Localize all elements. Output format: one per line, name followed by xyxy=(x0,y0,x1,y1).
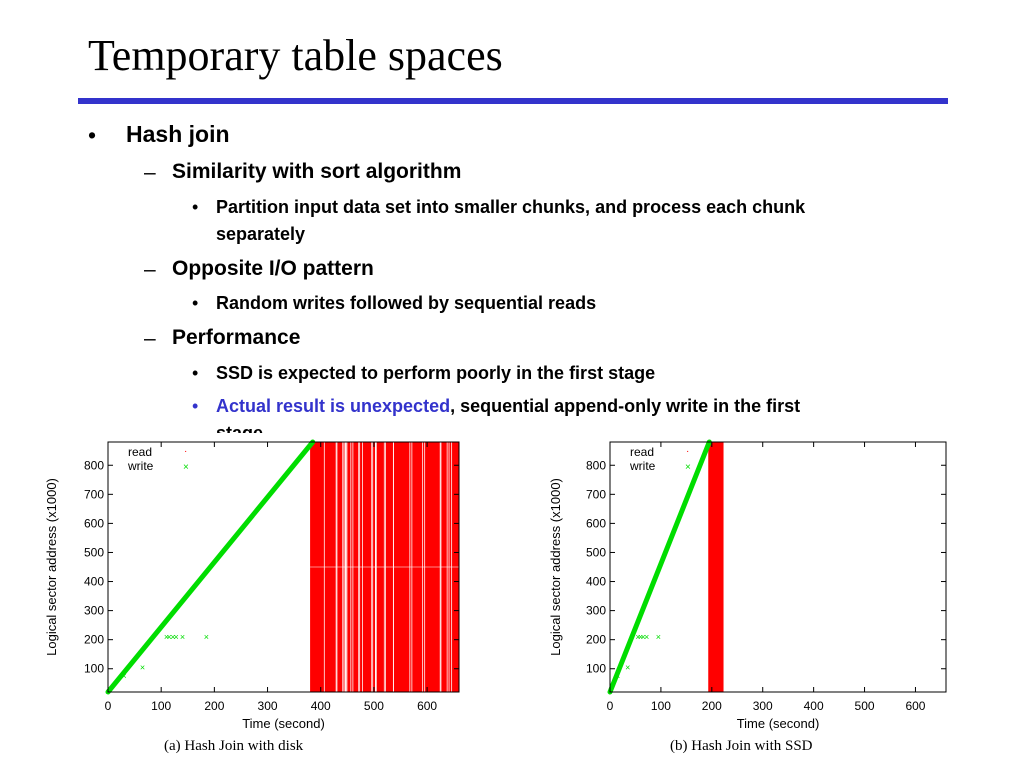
slide-title: Temporary table spaces xyxy=(88,31,503,80)
plot-frame xyxy=(107,441,460,693)
x-tick-label: 100 xyxy=(151,699,171,713)
bullet-similarity: Similarity with sort algorithm xyxy=(172,160,462,183)
write-point: × xyxy=(656,632,661,642)
write-point: × xyxy=(204,632,209,642)
caption-hash-join-disk: (a) Hash Join with disk xyxy=(164,738,304,754)
write-point: × xyxy=(625,662,630,672)
write-series-line xyxy=(105,439,316,695)
bullet-performance: Performance xyxy=(172,326,301,349)
write-point: × xyxy=(140,662,145,672)
write-point: × xyxy=(170,632,175,642)
read-region xyxy=(708,442,724,692)
bullet-partition-line1: Partition input data set into smaller ch… xyxy=(216,197,806,217)
y-tick-label: 100 xyxy=(586,662,606,676)
y-tick-label: 700 xyxy=(84,487,104,501)
write-series-line xyxy=(607,439,712,695)
x-tick-label: 400 xyxy=(311,699,331,713)
x-tick-label: 0 xyxy=(607,699,614,713)
y-tick-label: 600 xyxy=(586,516,606,530)
bullet-hash-join: Hash join xyxy=(126,121,230,147)
y-tick-label: 800 xyxy=(586,458,606,472)
bullet-partition-line2: separately xyxy=(216,224,306,244)
legend-read-label: read xyxy=(630,445,654,459)
y-axis-label: Logical sector address (x1000) xyxy=(44,478,59,656)
legend-write-marker: × xyxy=(183,462,189,473)
write-point: × xyxy=(615,671,620,681)
plot-frame xyxy=(609,441,947,693)
bullet-list: • Hash join – Similarity with sort algor… xyxy=(88,121,806,433)
y-tick-label: 500 xyxy=(84,545,104,559)
write-point: × xyxy=(167,632,172,642)
y-tick-label: 500 xyxy=(586,545,606,559)
y-tick-label: 200 xyxy=(84,633,104,647)
title-divider xyxy=(78,98,948,104)
bullet-marker: • xyxy=(192,293,199,313)
bullet-marker: – xyxy=(144,258,156,281)
y-tick-label: 800 xyxy=(84,458,104,472)
highlight-text: Actual result is unexpected xyxy=(216,396,451,416)
bullet-random-writes: Random writes followed by sequential rea… xyxy=(216,293,597,313)
x-tick-label: 600 xyxy=(905,699,925,713)
write-point: × xyxy=(640,632,645,642)
y-tick-label: 400 xyxy=(586,575,606,589)
x-axis-label: Time (second) xyxy=(242,716,325,731)
x-tick-label: 0 xyxy=(105,699,112,713)
legend-write-marker: × xyxy=(685,462,691,473)
bullet-marker: – xyxy=(144,161,156,184)
bullet-actual-rest: , sequential append-only write in the fi… xyxy=(450,396,801,416)
bullet-actual-cut: stage xyxy=(216,423,264,433)
x-tick-label: 400 xyxy=(804,699,824,713)
bullet-actual-result: Actual result is unexpected, sequential … xyxy=(216,396,800,417)
bullet-opposite-io: Opposite I/O pattern xyxy=(172,257,374,280)
bullet-ssd-poorly: SSD is expected to perform poorly in the… xyxy=(216,363,656,383)
caption-hash-join-ssd: (b) Hash Join with SSD xyxy=(670,738,813,754)
bullet-marker: • xyxy=(192,197,199,217)
bullet-marker: • xyxy=(88,122,97,148)
y-tick-label: 400 xyxy=(84,575,104,589)
write-point: × xyxy=(638,632,643,642)
bullet-marker: • xyxy=(192,363,199,383)
x-tick-label: 200 xyxy=(702,699,722,713)
y-tick-label: 600 xyxy=(84,516,104,530)
write-point: × xyxy=(180,632,185,642)
legend-read-marker: · xyxy=(184,446,187,457)
bullet-marker: – xyxy=(144,327,156,350)
y-tick-label: 300 xyxy=(84,604,104,618)
x-tick-label: 200 xyxy=(204,699,224,713)
x-tick-label: 500 xyxy=(855,699,875,713)
legend-read-label: read xyxy=(128,445,152,459)
y-tick-label: 300 xyxy=(586,604,606,618)
x-axis-label: Time (second) xyxy=(737,716,820,731)
y-axis-label: Logical sector address (x1000) xyxy=(548,478,563,656)
x-tick-label: 100 xyxy=(651,699,671,713)
legend-read-marker: · xyxy=(686,446,689,457)
bullet-marker: • xyxy=(192,396,199,416)
write-point: × xyxy=(173,632,178,642)
x-tick-label: 300 xyxy=(258,699,278,713)
y-tick-label: 700 xyxy=(586,487,606,501)
write-point: × xyxy=(164,632,169,642)
x-tick-label: 600 xyxy=(417,699,437,713)
legend-write-label: write xyxy=(127,459,154,473)
legend-write-label: write xyxy=(629,459,656,473)
x-tick-label: 300 xyxy=(753,699,773,713)
y-tick-label: 100 xyxy=(84,662,104,676)
y-tick-label: 200 xyxy=(586,633,606,647)
write-point: × xyxy=(121,671,126,681)
x-tick-label: 500 xyxy=(364,699,384,713)
write-point: × xyxy=(644,632,649,642)
write-point: × xyxy=(635,632,640,642)
